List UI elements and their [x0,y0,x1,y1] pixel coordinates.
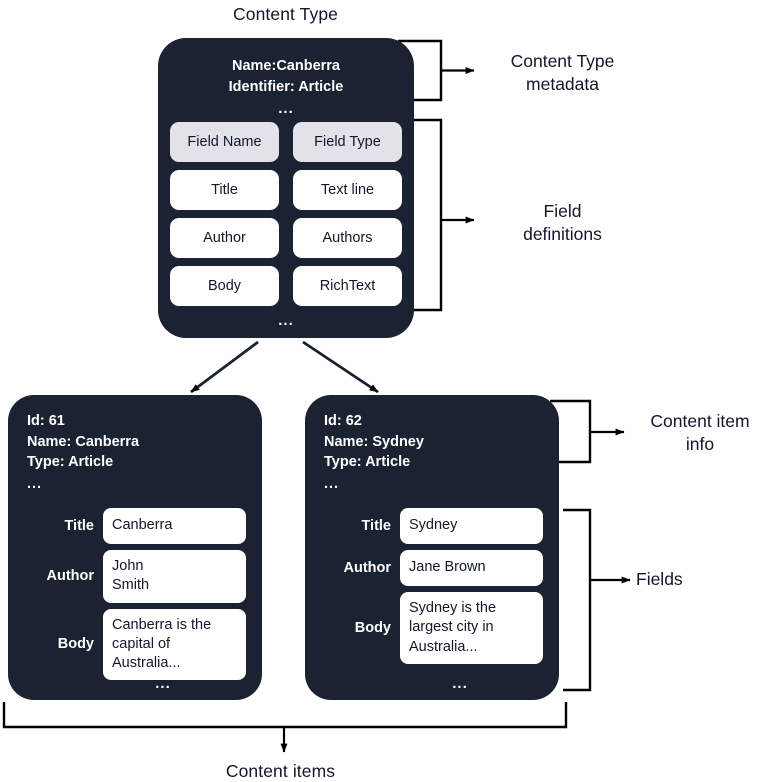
field-label: Body [354,619,391,636]
annotation-line: Field [543,201,582,221]
table-row: Body RichText [170,266,402,306]
annotation-field-definitions: Field definitions [480,200,645,246]
column-header-field-type[interactable]: Field Type [293,122,402,162]
content-item-info: Id: 62 Name: Sydney Type: Article ... [324,411,424,494]
annotation-line: info [685,433,715,454]
content-item-name: Name: Sydney [324,433,424,450]
field-label: Title [361,518,391,534]
content-item-info-ellipsis: ... [27,475,43,492]
field-name-cell[interactable]: Title [170,170,279,210]
arrow-to-content-item-2 [302,340,379,394]
field-row: Body Canberra is the capital of Australi… [24,608,246,681]
field-value[interactable]: Canberra is the capital of Australia... [103,608,246,681]
content-item-card[interactable]: Id: 62 Name: Sydney Type: Article ... Ti… [305,395,559,700]
bracket-fields [563,508,592,692]
content-item-fields-ellipsis: ... [155,675,171,692]
content-item-info: Id: 61 Name: Canberra Type: Article ... [27,411,139,494]
content-item-id: Id: 61 [27,413,65,429]
field-type-cell[interactable]: Authors [293,218,402,258]
annotation-line: Content item [650,411,750,431]
field-row: Author Jane Brown [321,550,543,586]
annotation-content-type-metadata: Content Type metadata [480,50,645,96]
content-type-card[interactable]: Name:Canberra Identifier: Article ... Fi… [158,38,414,338]
field-type-cell[interactable]: RichText [293,266,402,306]
table-header-row: Field Name Field Type [170,122,402,162]
field-label: Title [64,518,94,534]
content-type-name: Name:Canberra [232,58,340,74]
field-definitions-table: Field Name Field Type Title Text line Au… [170,122,402,306]
content-item-type: Type: Article [324,454,411,471]
content-item-fields-ellipsis: ... [452,675,468,692]
content-type-metadata: Name:Canberra Identifier: Article [158,56,414,97]
field-row: Title Canberra [24,508,246,544]
field-label: Body [57,636,94,653]
column-header-field-name[interactable]: Field Name [170,122,279,162]
table-row: Author Authors [170,218,402,258]
field-value[interactable]: Canberra [103,508,246,544]
field-row: Author John Smith [24,550,246,603]
annotation-line: Content Type [510,51,615,71]
arrow-to-content-item-1 [190,340,259,394]
annotation-content-item-info: Content item info [630,410,770,456]
content-item-fields: Title Canberra Author John Smith Body Ca… [24,508,246,681]
content-type-identifier: Identifier: Article [228,78,344,95]
field-name-cell[interactable]: Body [170,266,279,306]
annotation-fields: Fields [636,569,683,589]
field-value[interactable]: John Smith [103,550,246,603]
content-item-fields: Title Sydney Author Jane Brown Body Sydn… [321,508,543,664]
field-type-cell[interactable]: Text line [293,170,402,210]
content-type-metadata-ellipsis: ... [278,100,294,117]
annotation-line: metadata [526,73,599,94]
content-item-id: Id: 62 [324,413,362,429]
field-value[interactable]: Sydney [400,508,543,544]
field-label: Author [46,568,94,585]
page-title-content-items: Content items [225,761,336,781]
table-row: Title Text line [170,170,402,210]
bracket-field-definitions [414,118,443,312]
field-name-cell[interactable]: Author [170,218,279,258]
content-item-info-ellipsis: ... [324,475,340,492]
bracket-content-items [2,702,568,729]
annotation-line: definitions [523,223,602,244]
content-item-card[interactable]: Id: 61 Name: Canberra Type: Article ... … [8,395,262,700]
field-label: Author [343,560,391,576]
field-value[interactable]: Sydney is the largest city in Australia.… [400,592,543,664]
content-item-type: Type: Article [27,454,114,471]
field-value[interactable]: Jane Brown [400,550,543,586]
field-definitions-ellipsis: ... [278,312,294,329]
page-title-content-type: Content Type [233,4,338,24]
field-row: Body Sydney is the largest city in Austr… [321,592,543,664]
content-item-name: Name: Canberra [27,433,140,450]
field-row: Title Sydney [321,508,543,544]
